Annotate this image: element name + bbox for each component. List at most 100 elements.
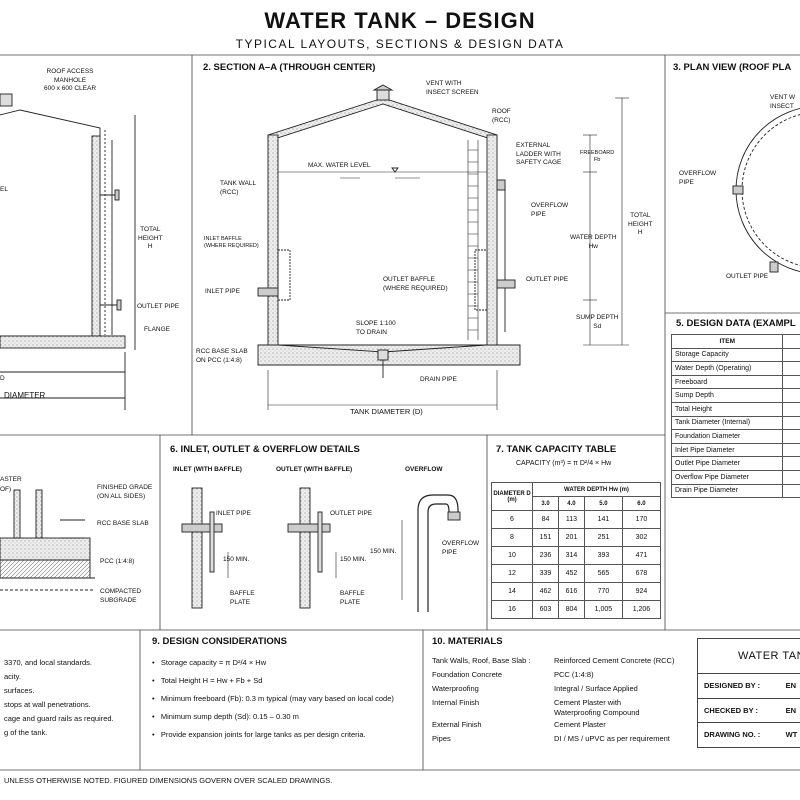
plan-vent-label: VENT W INSECT [770, 94, 796, 110]
checked-by-value: EN [785, 705, 797, 715]
checked-by-label: CHECKED BY : [704, 705, 759, 715]
design-data-item-header: ITEM [670, 334, 784, 349]
outlet-detail-heading: OUTLET (WITH BAFFLE) [276, 466, 353, 473]
material-key: Foundation Concrete [432, 670, 503, 679]
plan-view [732, 107, 800, 273]
plan-overflow-pipe-label: OVERFLOW PIPE [679, 170, 717, 186]
material-value: Reinforced Cement Concrete (RCC) [554, 656, 675, 665]
overflow-detail-heading: OVERFLOW [405, 466, 443, 473]
tank-wall-label: TANK WALL (RCC) [220, 180, 257, 196]
designed-by-label: DESIGNED BY : [704, 681, 761, 691]
drawing-no-label: DRAWING NO. : [704, 729, 761, 739]
material-value: Cement Plaster [554, 720, 606, 729]
freeboard-label: FREEBOARD Fb [580, 150, 615, 163]
details-title: 6. INLET, OUTLET & OVERFLOW DETAILS [170, 444, 360, 455]
drain-pipe-label: DRAIN PIPE [420, 376, 457, 383]
slope-label: SLOPE 1:100 TO DRAIN [356, 320, 396, 336]
note-line: surfaces. [4, 686, 35, 695]
considerations-title: 9. DESIGN CONSIDERATIONS [152, 636, 287, 647]
material-key: Internal Finish [432, 698, 480, 707]
overflow-min-clearance-label: 150 MIN. [370, 548, 397, 555]
outlet-baffle-label: OUTLET BAFFLE (WHERE REQUIRED) [383, 276, 448, 292]
material-value: Integral / Surface Applied [554, 684, 638, 693]
external-ladder-label: EXTERNAL LADDER WITH SAFETY CAGE [516, 142, 562, 166]
elevation-outlet-pipe-label: OUTLET PIPE [137, 303, 180, 310]
drawing-subtitle: TYPICAL LAYOUTS, SECTIONS & DESIGN DATA [235, 37, 565, 51]
base-slab-label: RCC BASE SLAB ON PCC (1:4:8) [196, 348, 248, 364]
table-row: Tank Diameter (Internal) [670, 415, 800, 431]
table-row: Overflow Pipe Diameter [670, 469, 800, 485]
finished-grade-label: FINISHED GRADE (ON ALL SIDES) [97, 484, 153, 500]
foundation-of-label: OF) [0, 486, 12, 493]
material-key: Tank Walls, Roof, Base Slab : [432, 656, 531, 665]
consideration-item: • Provide expansion joints for large tan… [152, 730, 366, 739]
table-row: Outlet Pipe Diameter [670, 456, 800, 471]
capacity-formula: CAPACITY (m³) = π D²/4 × Hw [516, 460, 612, 467]
inlet-baffle-plate-label: BAFFLE PLATE [230, 590, 255, 606]
foundation-pcc-label: PCC (1:4:8) [100, 558, 135, 565]
material-value: PCC (1:4:8) [554, 670, 594, 679]
table-row: Total Height [670, 401, 800, 417]
elevation-level-label: EL [0, 186, 8, 193]
elevation-d-label: D [0, 375, 5, 382]
plan-outlet-pipe-label: OUTLET PIPE [726, 273, 769, 280]
plan-title: 3. PLAN VIEW (ROOF PLA [673, 62, 792, 73]
consideration-item: • Total Height H = Hw + Fb + Sd [152, 676, 263, 685]
roof-label: ROOF (RCC) [492, 108, 511, 124]
note-line: g of the tank. [4, 728, 48, 737]
consideration-item: • Storage capacity = π D²/4 × Hw [152, 658, 267, 667]
capacity-depth-header: WATER DEPTH Hw (m) [532, 482, 661, 497]
vent-label: VENT WITH INSECT SCREEN [426, 80, 479, 96]
detail-overflow-pipe-label: OVERFLOW PIPE [442, 540, 480, 556]
consideration-item: • Minimum sump depth (Sd): 0.15 – 0.30 m [152, 712, 299, 721]
table-row: Drain Pipe Diameter [670, 483, 800, 499]
note-line: acity. [4, 672, 21, 681]
capacity-diameter-header: DIAMETER D (m) [491, 482, 533, 511]
note-line: cage and guard rails as required. [4, 714, 114, 723]
section-overflow-pipe-label: OVERFLOW PIPE [531, 202, 569, 218]
foundation-aster-label: ASTER [0, 476, 22, 483]
table-row: Sump Depth [670, 388, 800, 403]
note-line: 3370, and local standards. [4, 658, 92, 667]
outlet-baffle-plate-label: BAFFLE PLATE [340, 590, 365, 606]
foundation-detail [0, 489, 95, 591]
capacity-title: 7. TANK CAPACITY TABLE [496, 444, 617, 455]
material-key: Pipes [432, 734, 451, 743]
detail-inlet-pipe-label: INLET PIPE [216, 510, 251, 517]
material-key: Waterproofing [432, 684, 479, 693]
elevation-view [0, 93, 136, 410]
design-data-title: 5. DESIGN DATA (EXAMPL [676, 318, 796, 329]
material-value: DI / MS / uPVC as per requirement [554, 734, 670, 743]
designed-by-value: EN [785, 681, 797, 691]
table-row: Inlet Pipe Diameter [670, 442, 800, 458]
materials-title: 10. MATERIALS [432, 636, 503, 647]
elevation-total-height-label: TOTAL HEIGHT H [138, 226, 163, 250]
table-row: Water Depth (Operating) [670, 361, 800, 376]
inlet-detail-heading: INLET (WITH BAFFLE) [173, 466, 242, 473]
material-value: Cement Plaster with Waterproofing Compou… [554, 698, 640, 717]
section-total-height-label: TOTAL HEIGHT H [628, 212, 653, 236]
section-title: 2. SECTION A–A (THROUGH CENTER) [203, 62, 376, 73]
max-water-level-label: MAX. WATER LEVEL [308, 162, 371, 169]
title-block-name: WATER TAN [698, 639, 800, 674]
foundation-base-slab-label: RCC BASE SLAB [97, 520, 149, 527]
section-tank-diameter-label: TANK DIAMETER (D) [350, 407, 423, 416]
roof-access-label: ROOF ACCESS MANHOLE 600 x 600 CLEAR [44, 68, 97, 92]
elevation-flange-label: FLANGE [144, 326, 171, 333]
section-inlet-pipe-label: INLET PIPE [205, 288, 240, 295]
capacity-table: DIAMETER D (m) WATER DEPTH Hw (m) 3.0 4.… [491, 482, 662, 619]
outlet-min-clearance-label: 150 MIN. [340, 556, 367, 563]
table-row: Storage Capacity [670, 347, 800, 363]
material-key: External Finish [432, 720, 482, 729]
compacted-subgrade-label: COMPACTED SUBGRADE [100, 588, 142, 604]
footer-note: UNLESS OTHERWISE NOTED. FIGURED DIMENSIO… [4, 776, 333, 785]
detail-outlet-pipe-label: OUTLET PIPE [330, 510, 373, 517]
title-block: WATER TAN DESIGNED BY : EN CHECKED BY : EN… [697, 638, 800, 748]
drawing-no-value: WT [785, 729, 798, 739]
consideration-item: • Minimum freeboard (Fb): 0.3 m typical … [152, 694, 394, 703]
